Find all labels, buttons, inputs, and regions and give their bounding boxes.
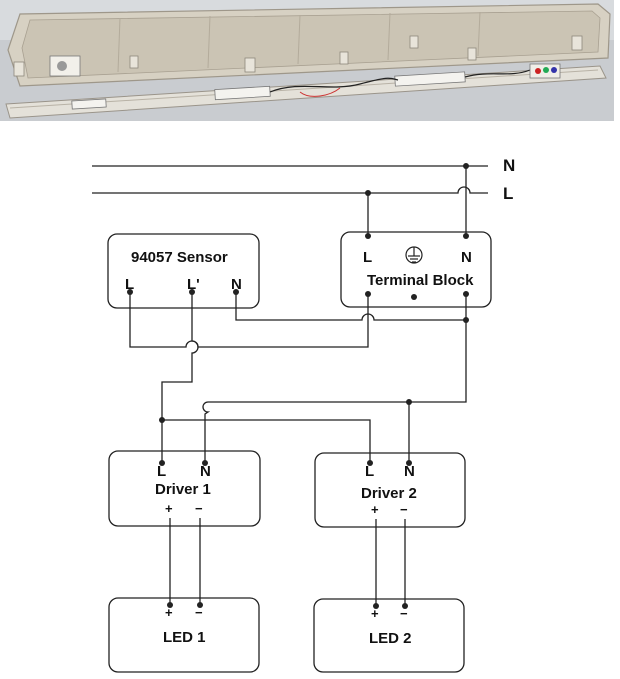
earth-ground-icon — [405, 246, 423, 264]
led2-title: LED 2 — [369, 630, 412, 647]
driver2-title: Driver 2 — [361, 485, 417, 502]
driver2-n-label: N — [404, 463, 415, 480]
led2-box — [313, 598, 465, 673]
led2-minus-label: − — [400, 606, 408, 621]
terminal-block-box — [340, 231, 492, 308]
driver1-title: Driver 1 — [155, 481, 211, 498]
led1-plus-label: + — [165, 605, 173, 620]
led2-plus-label: + — [371, 606, 379, 621]
driver2-minus-label: − — [400, 502, 408, 517]
sensor-lprime-label: L' — [187, 276, 200, 293]
neutral-line-label: N — [503, 156, 515, 175]
led1-box — [108, 597, 260, 673]
driver2-box — [314, 452, 466, 528]
driver1-l-label: L — [157, 463, 166, 480]
tb-n-label: N — [461, 249, 472, 266]
live-line-label: L — [503, 184, 513, 203]
wire-sensor-lprime-to-drivers-l — [161, 292, 371, 463]
sensor-box — [107, 233, 260, 309]
wiring-diagram: N L — [92, 156, 515, 673]
wire-sensor-n-to-tb-n — [235, 292, 466, 321]
driver1-box — [108, 450, 261, 527]
sensor-l-label: L — [125, 276, 134, 293]
sensor-title: 94057 Sensor — [131, 249, 228, 266]
led1-minus-label: − — [195, 605, 203, 620]
driver1-minus-label: − — [195, 501, 203, 516]
wire-tb-n-to-drivers-n — [202, 294, 467, 463]
live-supply-line — [92, 186, 488, 194]
tb-l-label: L — [363, 249, 372, 266]
driver1-plus-label: + — [165, 501, 173, 516]
led1-title: LED 1 — [163, 629, 206, 646]
sensor-n-label: N — [231, 276, 242, 293]
junction-dots — [127, 163, 469, 609]
tb-title: Terminal Block — [367, 272, 474, 289]
luminaire-photo — [0, 0, 614, 121]
driver2-l-label: L — [365, 463, 374, 480]
driver2-plus-label: + — [371, 502, 379, 517]
driver1-n-label: N — [200, 463, 211, 480]
